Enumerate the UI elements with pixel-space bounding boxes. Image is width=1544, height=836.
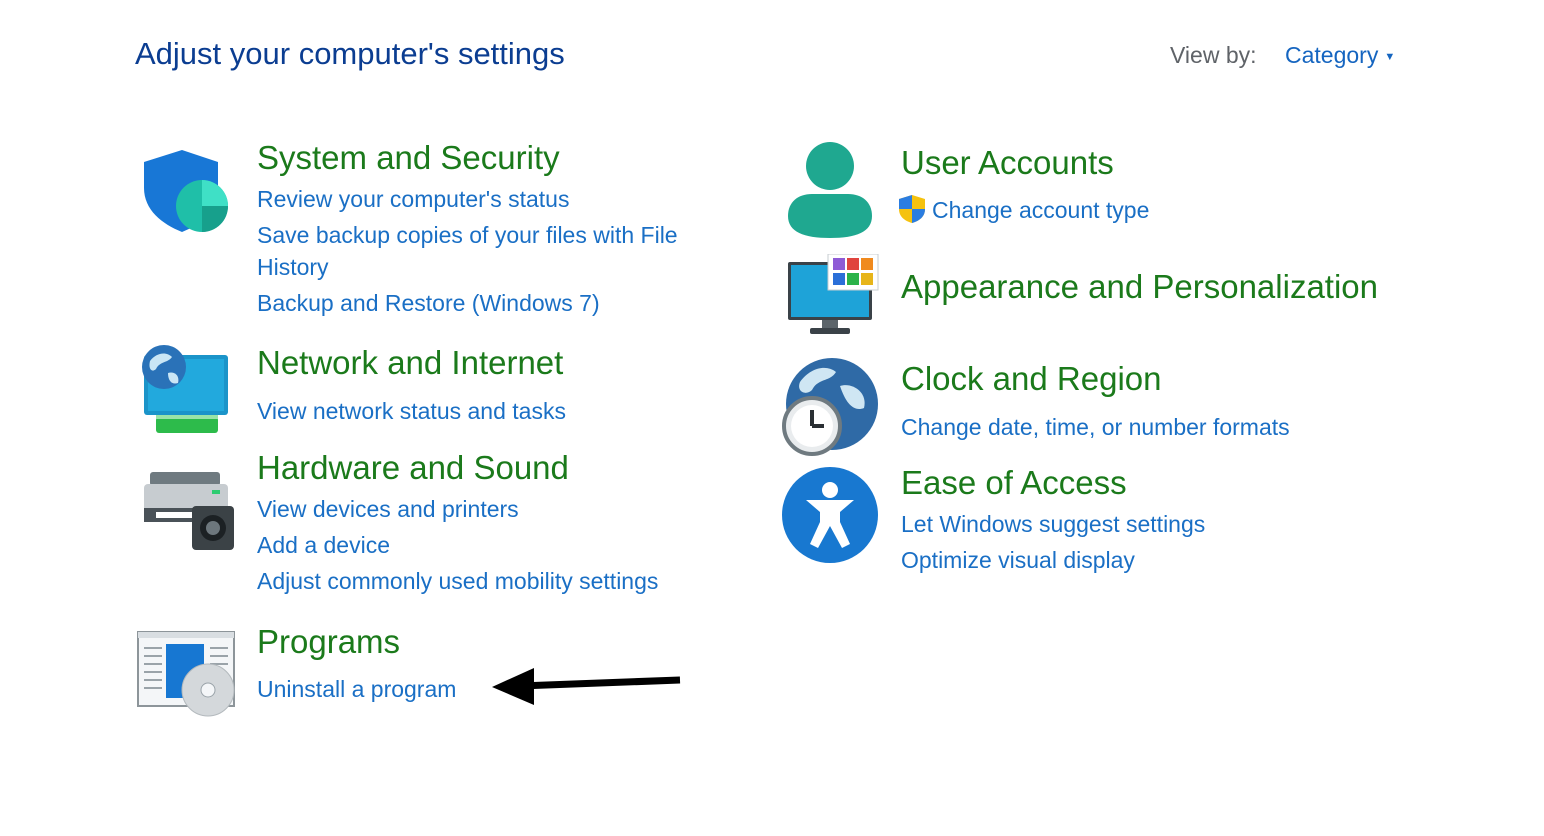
link-file-history[interactable]: Save backup copies of your files with Fi… [257, 222, 678, 248]
link-devices-printers[interactable]: View devices and printers [257, 496, 519, 522]
link-review-status[interactable]: Review your computer's status [257, 186, 570, 212]
link-uninstall-program[interactable]: Uninstall a program [257, 676, 457, 702]
category-network-internet[interactable]: Network and Internet [257, 344, 564, 381]
arrow-left-icon [492, 668, 681, 705]
link-windows-suggest[interactable]: Let Windows suggest settings [901, 511, 1206, 537]
category-system-security[interactable]: System and Security [257, 139, 560, 176]
category-appearance[interactable]: Appearance and Personalization [901, 268, 1379, 305]
category-user-accounts[interactable]: User Accounts [901, 144, 1114, 181]
clock-globe-icon[interactable] [780, 356, 880, 456]
printer-speaker-icon[interactable] [140, 468, 236, 552]
category-programs[interactable]: Programs [257, 623, 401, 660]
category-clock-region[interactable]: Clock and Region [901, 360, 1162, 397]
link-optimize-visual[interactable]: Optimize visual display [901, 547, 1135, 573]
category-hardware-sound[interactable]: Hardware and Sound [257, 449, 569, 486]
user-icon[interactable] [786, 140, 876, 240]
link-change-account-type[interactable]: Change account type [932, 197, 1150, 223]
network-globe-icon[interactable] [138, 343, 232, 437]
monitor-personalize-icon[interactable] [786, 254, 882, 338]
category-ease-of-access[interactable]: Ease of Access [901, 464, 1127, 501]
link-mobility-settings[interactable]: Adjust commonly used mobility settings [257, 568, 659, 594]
view-by-dropdown[interactable]: Category ▼ [1285, 42, 1395, 69]
link-file-history-cont[interactable]: History [257, 254, 329, 280]
accessibility-icon[interactable] [780, 466, 880, 566]
link-backup-restore[interactable]: Backup and Restore (Windows 7) [257, 290, 600, 316]
programs-disc-icon[interactable] [136, 630, 236, 720]
chevron-down-icon: ▼ [1384, 50, 1396, 63]
uac-shield-icon [899, 195, 925, 223]
view-by-label: View by: [1170, 42, 1257, 68]
page-title: Adjust your computer's settings [135, 36, 565, 71]
link-network-status[interactable]: View network status and tasks [257, 398, 566, 424]
link-date-time-formats[interactable]: Change date, time, or number formats [901, 414, 1290, 440]
view-by-value: Category [1285, 42, 1379, 68]
link-add-device[interactable]: Add a device [257, 532, 390, 558]
shield-icon[interactable] [140, 148, 232, 234]
